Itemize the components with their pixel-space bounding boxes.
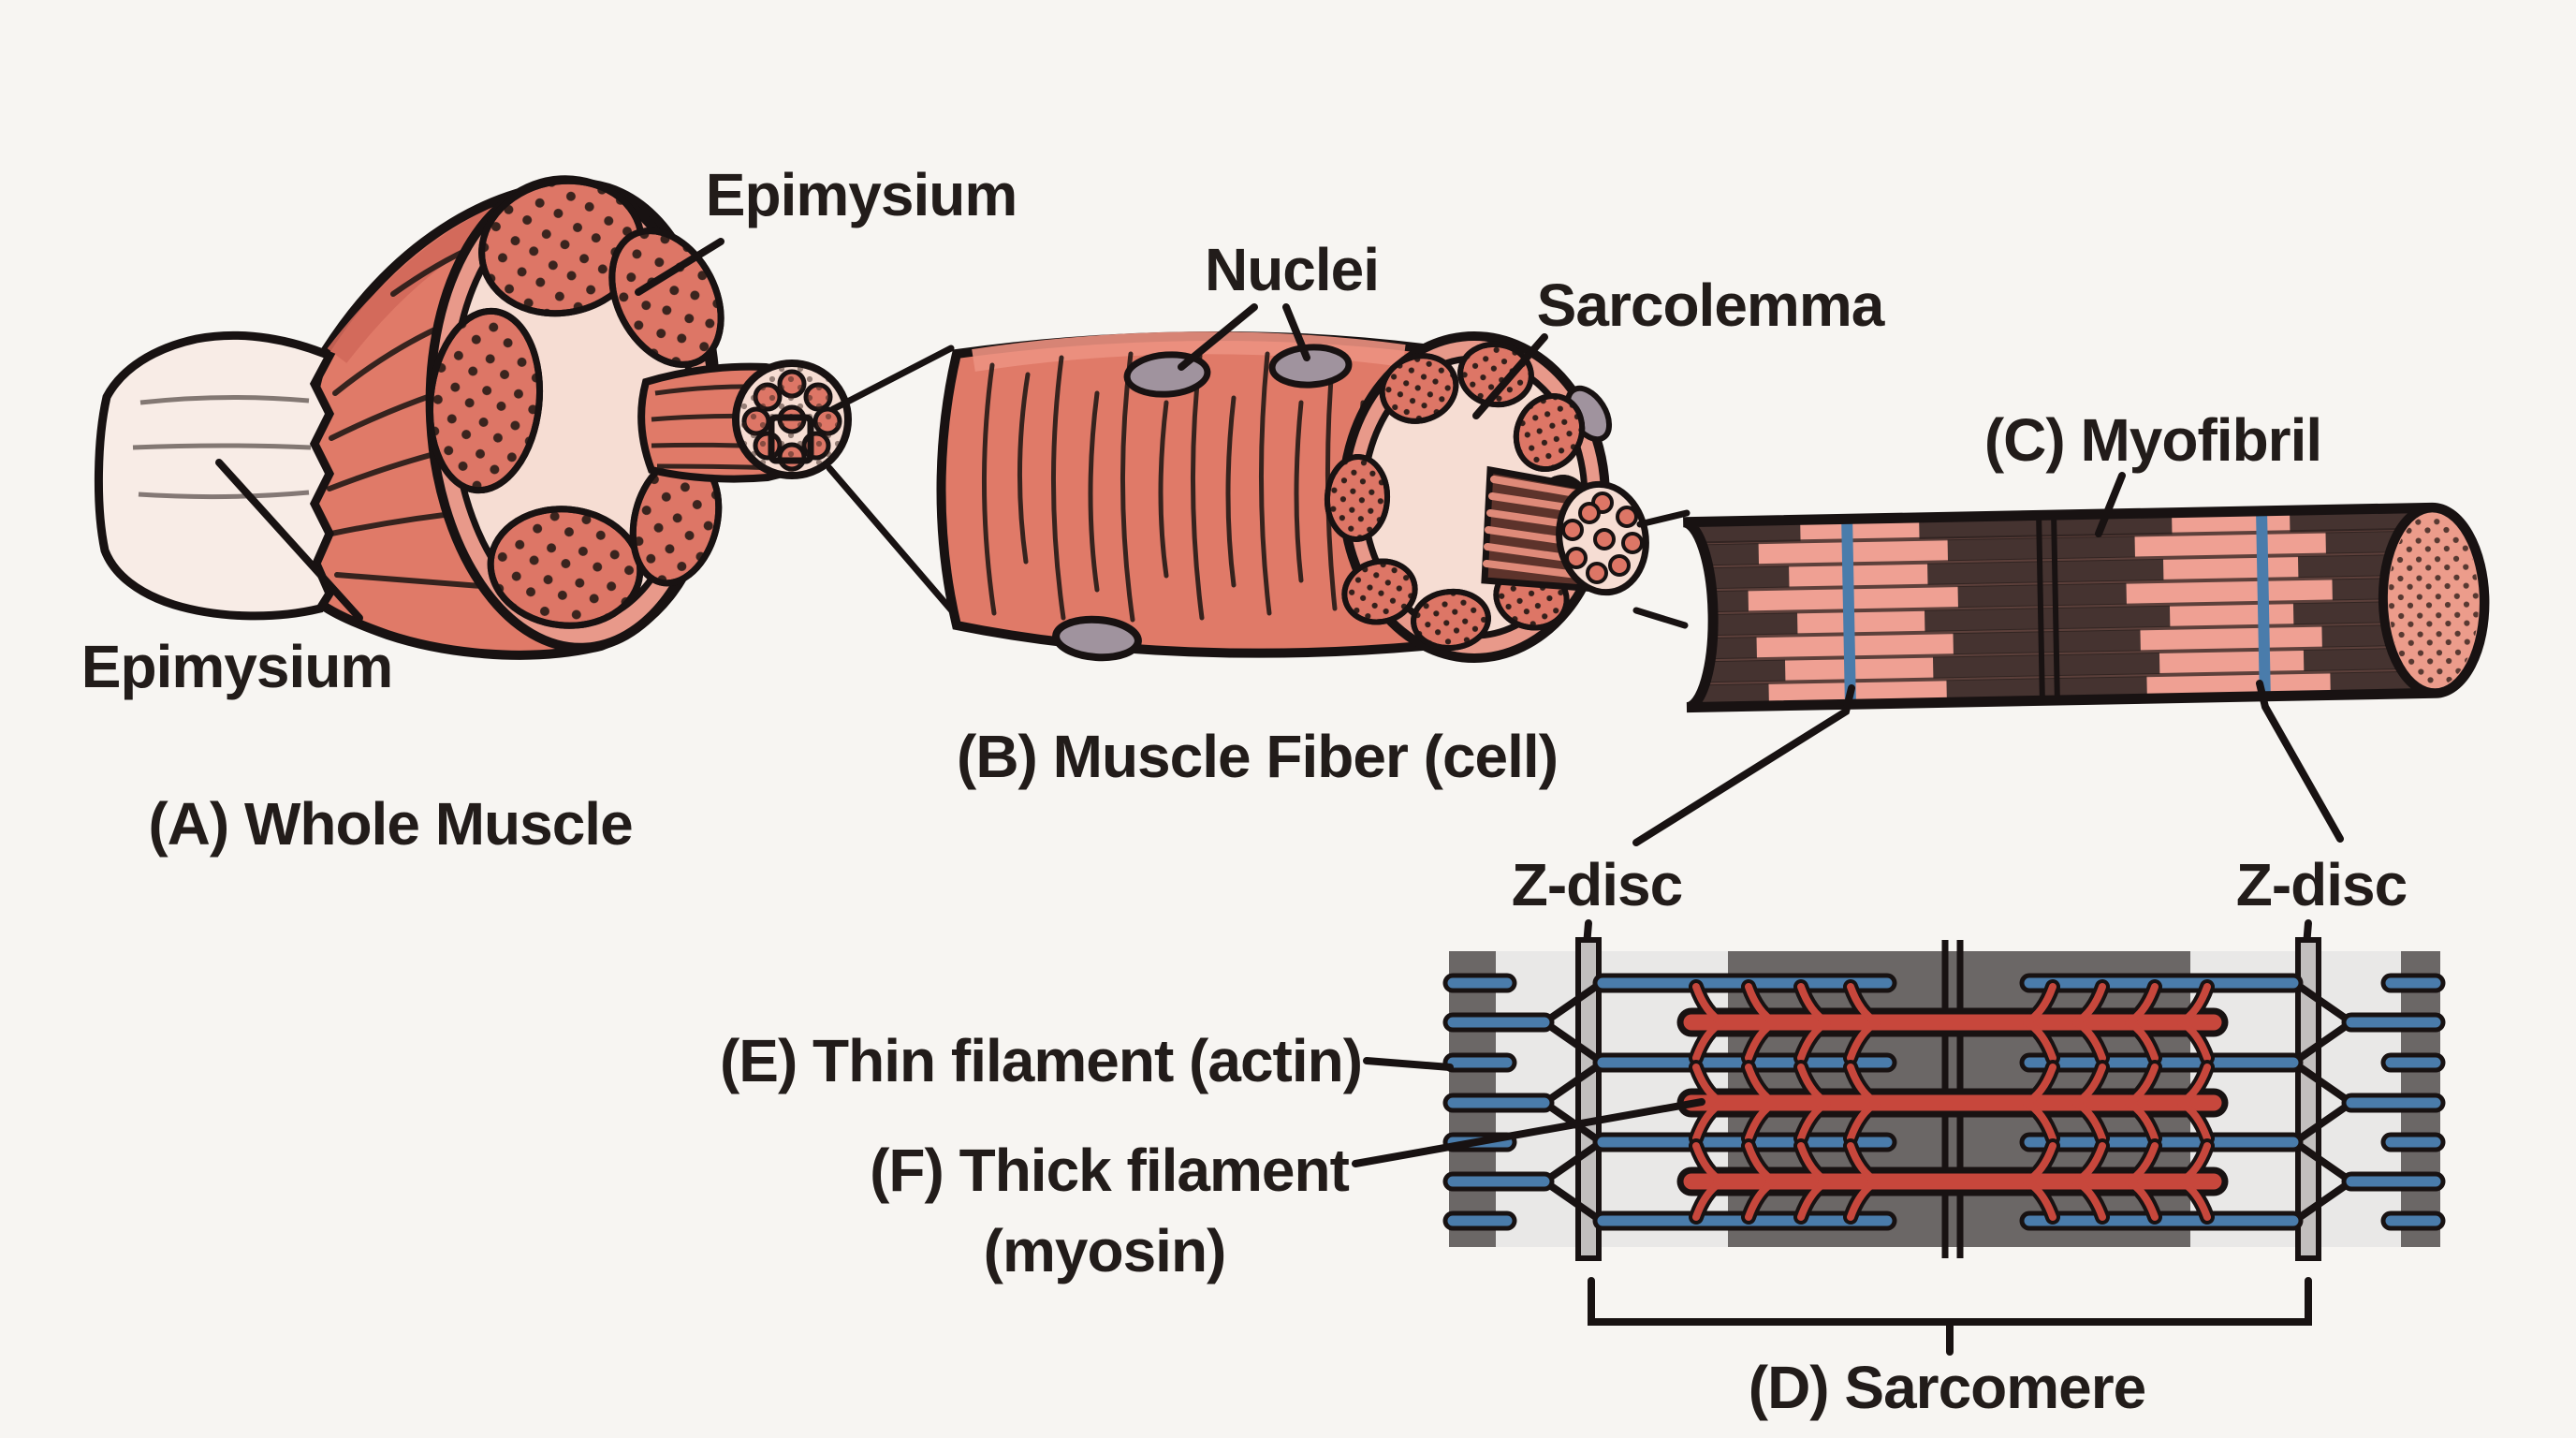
muscle-fiber-illustration bbox=[936, 331, 1649, 663]
leader-nuclei-2 bbox=[1282, 303, 1310, 361]
myofibril-illustration bbox=[1682, 502, 2490, 713]
m-line-on-myofibril bbox=[2036, 513, 2060, 703]
magnify-lines-a-b bbox=[826, 345, 970, 631]
leader-myofibril bbox=[2095, 472, 2126, 537]
label-z-disc-left: Z-disc bbox=[1511, 851, 1683, 918]
label-sarcomere: (D) Sarcomere bbox=[1748, 1354, 2146, 1421]
leader-epimysium-top bbox=[635, 238, 724, 296]
magnify-lines-b-c bbox=[1632, 509, 1690, 629]
fascicles bbox=[426, 177, 724, 629]
label-z-disc-right: Z-disc bbox=[2235, 851, 2408, 918]
annotation-lines bbox=[1352, 1057, 2312, 1356]
label-whole-muscle: (A) Whole Muscle bbox=[148, 790, 633, 858]
whole-muscle-illustration bbox=[94, 175, 852, 660]
label-epimysium-side: Epimysium bbox=[80, 633, 393, 700]
leader-nuclei-1 bbox=[1178, 303, 1258, 371]
nucleus bbox=[1052, 615, 1142, 662]
zoom-box bbox=[768, 414, 814, 464]
label-myofibril: (C) Myofibril bbox=[1983, 406, 2322, 474]
leader-sarcolemma bbox=[1472, 333, 1548, 419]
sarcomere-bracket bbox=[1588, 1277, 2312, 1356]
label-thick-filament-sub: (myosin) bbox=[983, 1217, 1227, 1284]
leader-thick-filament bbox=[1352, 1098, 1705, 1167]
sarcomere-diagram bbox=[1449, 937, 2440, 1261]
leader-z-disc-right bbox=[2256, 680, 2344, 843]
nucleus bbox=[1268, 344, 1353, 389]
z-disc-bar bbox=[2295, 937, 2321, 1261]
label-nuclei: Nuclei bbox=[1204, 236, 1380, 303]
tendon bbox=[94, 330, 336, 621]
fiber-cut-face bbox=[1324, 331, 1649, 663]
z-lines-on-myofibril bbox=[1841, 508, 2271, 707]
z-disc-bars bbox=[1575, 937, 2321, 1261]
leader-z-disc-left bbox=[1632, 684, 1855, 846]
tendon-lines bbox=[132, 394, 312, 500]
myofibril-bundle-protrusion bbox=[1481, 465, 1649, 596]
nuclei-on-fiber bbox=[1123, 344, 1353, 398]
label-thin-filament: (E) Thin filament (actin) bbox=[719, 1027, 1363, 1094]
leader-epimysium-side bbox=[215, 459, 363, 622]
label-thick-filament: (F) Thick filament bbox=[870, 1137, 1350, 1204]
label-sarcolemma: Sarcolemma bbox=[1536, 271, 1885, 339]
z-disc-bar bbox=[1575, 937, 1602, 1261]
fascicle-protrusion bbox=[637, 360, 852, 483]
leader-thin-filament bbox=[1363, 1057, 1454, 1071]
label-muscle-fiber: (B) Muscle Fiber (cell) bbox=[957, 723, 1559, 790]
label-epimysium-top: Epimysium bbox=[705, 161, 1017, 228]
fiber-striations bbox=[981, 351, 1368, 623]
